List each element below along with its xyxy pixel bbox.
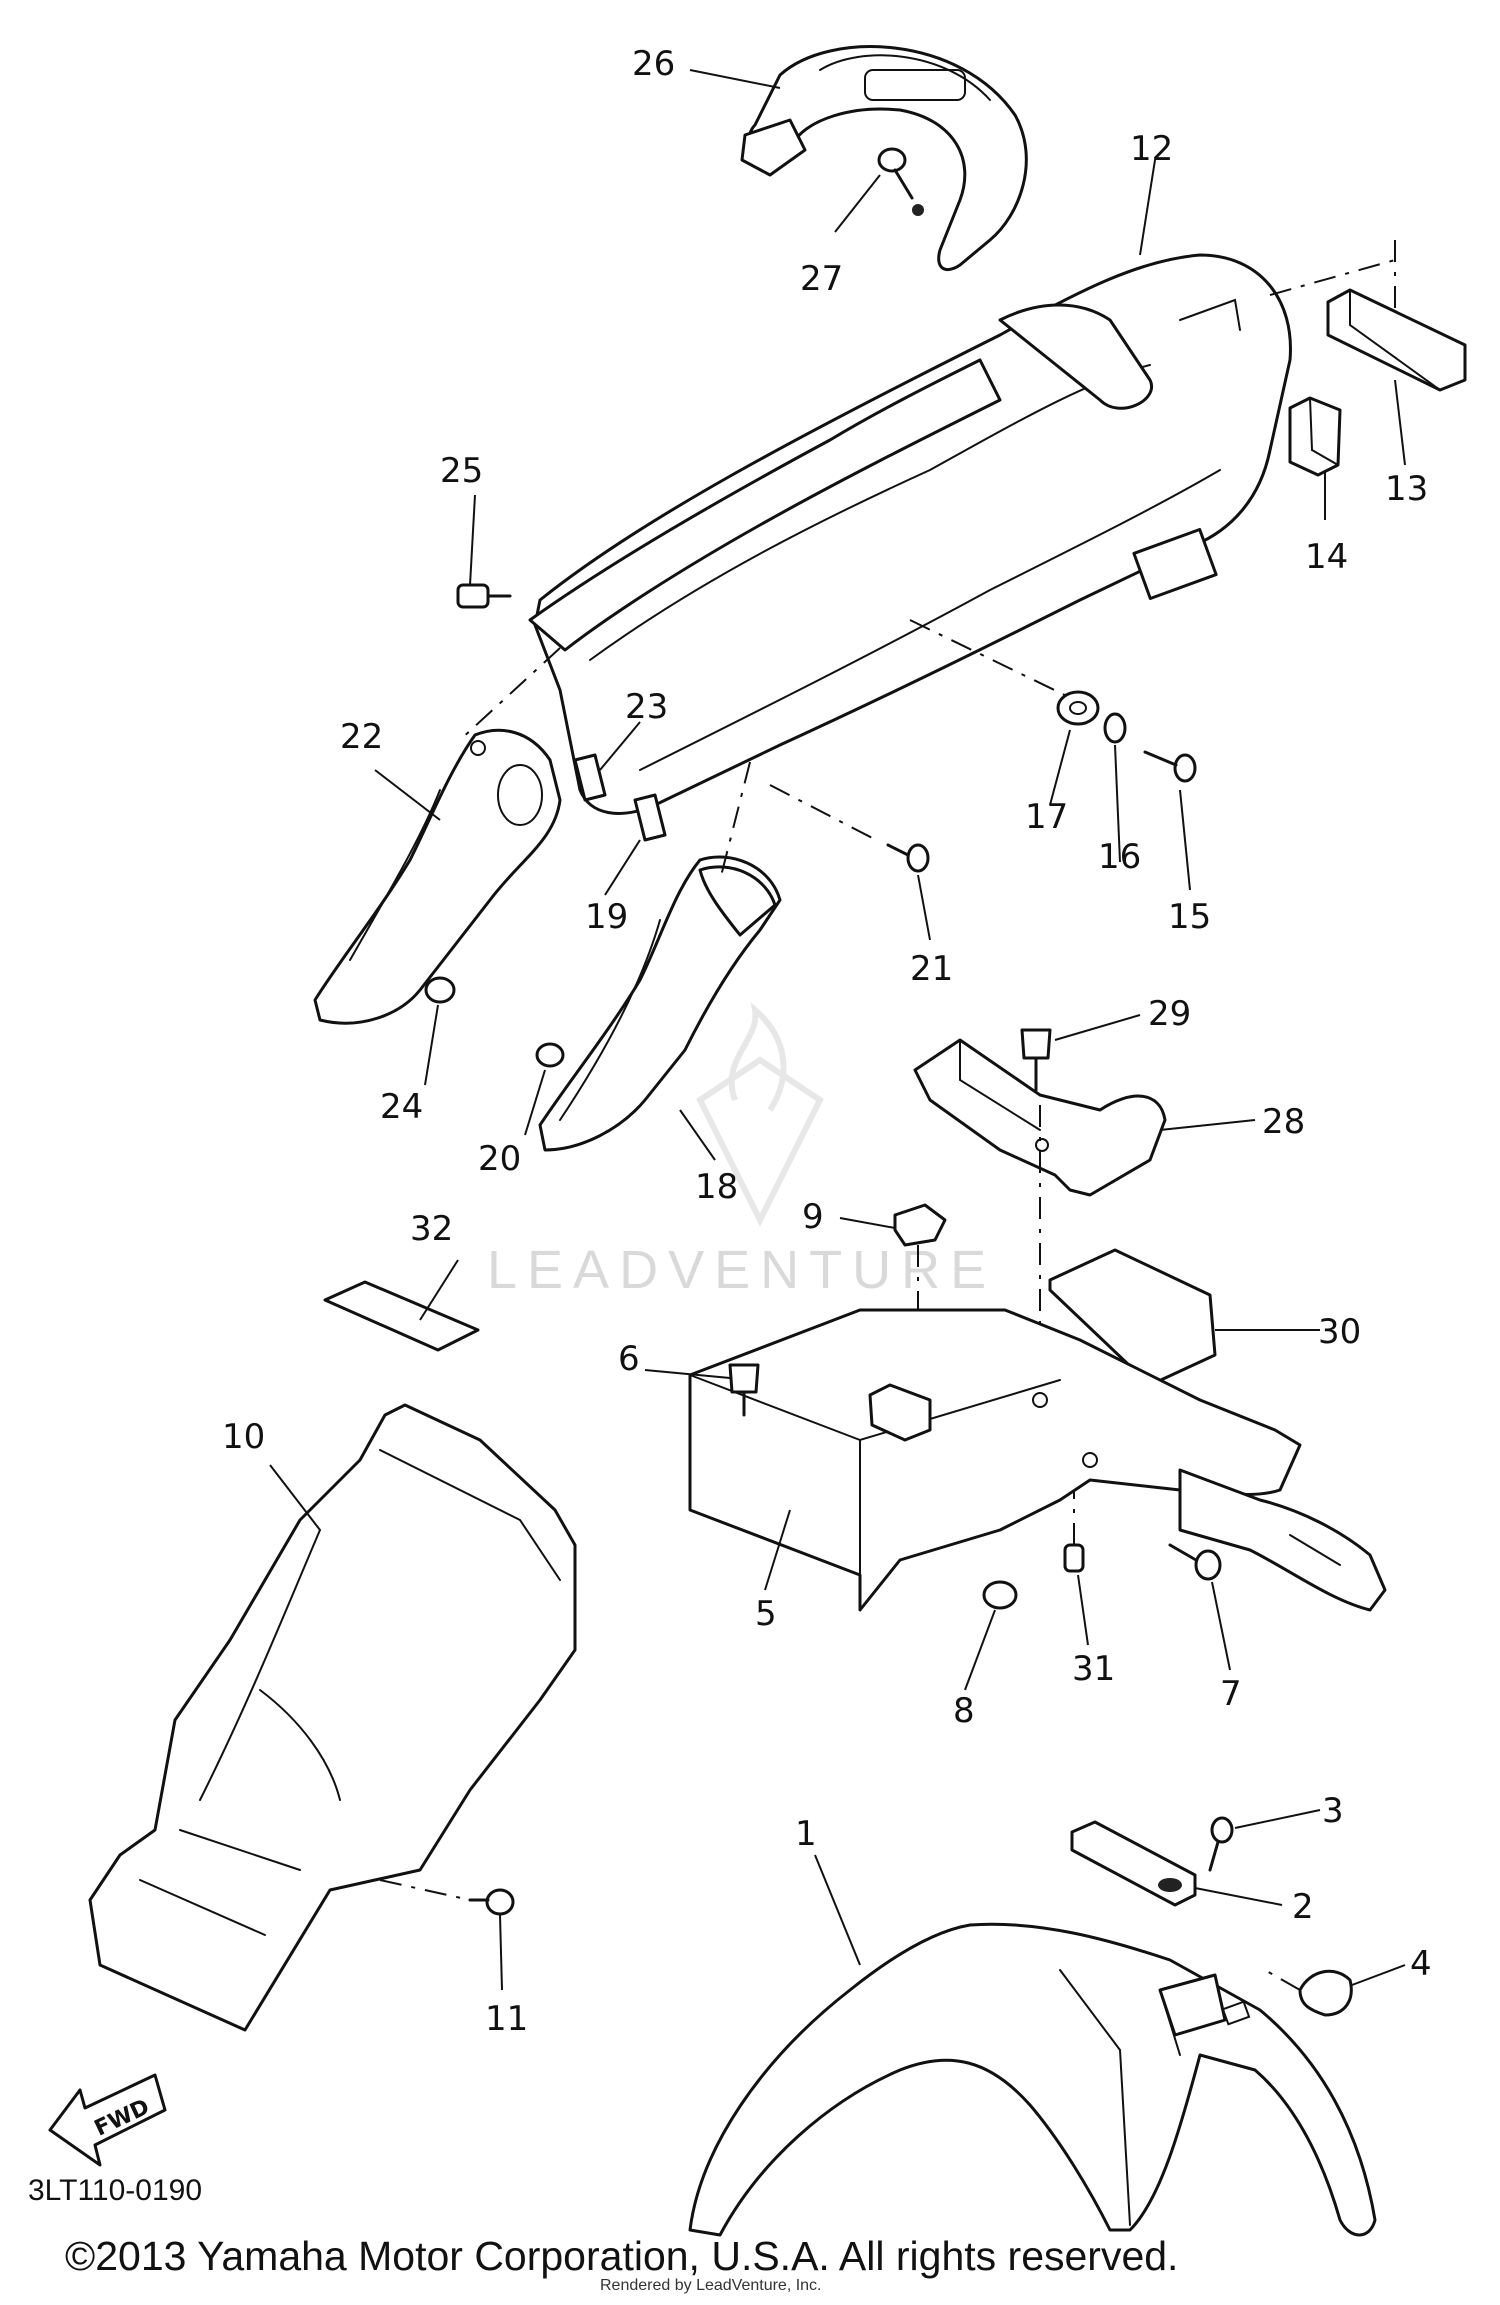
part-24-grommet[interactable] (424, 976, 456, 1004)
part-10-mud-guard[interactable] (88, 1403, 577, 2032)
callout-30: 30 (1318, 1312, 1361, 1352)
callout-21: 21 (910, 949, 953, 989)
part-23-pad[interactable] (573, 753, 607, 802)
watermark-text: LEADVENTURE (487, 1240, 996, 1300)
callout-5: 5 (755, 1594, 777, 1634)
part-11-bolt[interactable] (468, 1888, 515, 1916)
callout-3: 3 (1322, 1791, 1344, 1831)
part-21-screw[interactable] (886, 843, 930, 873)
callout-20: 20 (478, 1139, 521, 1179)
part-2-cover[interactable] (1070, 1820, 1197, 1907)
fwd-arrow-icon (48, 2073, 167, 2167)
callout-26: 26 (632, 44, 675, 84)
part-31-collar[interactable] (1063, 1490, 1085, 1573)
part-22-side-cover[interactable] (313, 728, 562, 1025)
part-5-fender-bracket[interactable] (688, 1308, 1387, 1612)
callout-23: 23 (625, 687, 668, 727)
callout-27: 27 (800, 259, 843, 299)
part-20-grommet[interactable] (535, 1042, 565, 1068)
callout-32: 32 (410, 1209, 453, 1249)
part-15-screw[interactable] (1143, 750, 1197, 783)
part-27-bolt[interactable] (877, 147, 924, 216)
part-16-washer[interactable] (1103, 712, 1127, 744)
diagram-code: 3LT110-0190 (28, 2174, 202, 2207)
part-1-front-fender[interactable] (688, 1922, 1377, 2237)
callout-1: 1 (795, 1814, 817, 1854)
render-overlay-text: Rendered by LeadVenture, Inc. (600, 2277, 822, 2294)
callout-28: 28 (1262, 1102, 1305, 1142)
part-8-grommet[interactable] (982, 1580, 1018, 1610)
callout-labels: 26 27 12 13 14 25 15 16 17 21 22 23 19 2… (222, 44, 1432, 2039)
callout-7: 7 (1220, 1674, 1242, 1714)
callout-6: 6 (618, 1339, 640, 1379)
callout-31: 31 (1072, 1649, 1115, 1689)
callout-18: 18 (695, 1167, 738, 1207)
callout-22: 22 (340, 717, 383, 757)
callout-10: 10 (222, 1417, 265, 1457)
callout-17: 17 (1025, 797, 1068, 837)
callout-14: 14 (1305, 537, 1348, 577)
leader-lines (269, 69, 1406, 1991)
callout-24: 24 (380, 1087, 423, 1127)
part-17-collar[interactable] (1056, 690, 1100, 726)
callout-2: 2 (1292, 1887, 1314, 1927)
callout-16: 16 (1098, 837, 1141, 877)
callout-9: 9 (802, 1197, 824, 1237)
part-19-pad[interactable] (633, 793, 667, 842)
part-7-screw[interactable] (1168, 1543, 1222, 1581)
copyright-notice: ©2013 Yamaha Motor Corporation, U.S.A. A… (65, 2233, 1178, 2279)
part-14-damper[interactable] (1288, 396, 1342, 477)
callout-8: 8 (953, 1691, 975, 1731)
part-4-clip[interactable] (1264, 1969, 1353, 2017)
part-6-bolt[interactable] (728, 1363, 760, 1417)
callout-13: 13 (1385, 469, 1428, 509)
callout-19: 19 (585, 897, 628, 937)
assembly-lines-upper (459, 619, 1076, 881)
part-18-side-cover[interactable] (538, 855, 782, 1152)
callout-25: 25 (440, 451, 483, 491)
callout-12: 12 (1130, 129, 1173, 169)
callout-11: 11 (485, 1999, 528, 2039)
callout-15: 15 (1168, 897, 1211, 937)
part-3-screw[interactable] (1208, 1816, 1234, 1872)
part-25-screw[interactable] (456, 583, 512, 609)
part-26-grab-bar[interactable] (740, 45, 1028, 271)
part-12-rear-cowl[interactable] (528, 240, 1396, 815)
part-32-label[interactable] (323, 1280, 480, 1352)
part-13-damper[interactable] (1326, 288, 1467, 392)
callout-4: 4 (1410, 1944, 1432, 1984)
watermark-logo (696, 1002, 824, 1227)
callout-29: 29 (1148, 994, 1191, 1034)
